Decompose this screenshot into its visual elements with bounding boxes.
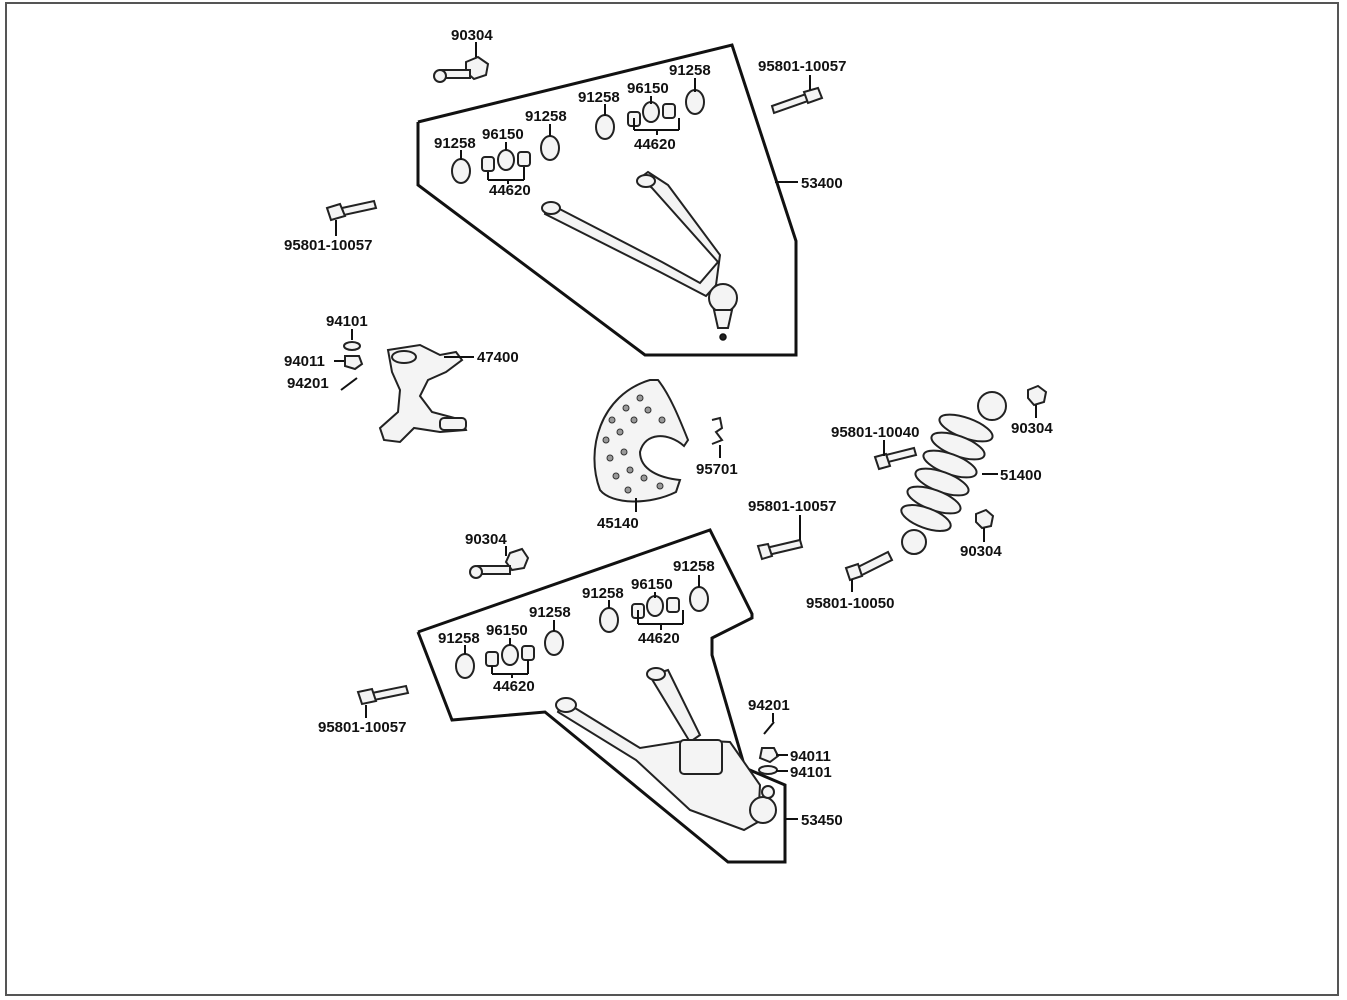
label-ua-bush-top-right: 96150	[627, 80, 669, 97]
label-knuckle-washer: 94101	[326, 313, 368, 330]
shock-part	[900, 391, 1007, 555]
label-shock: 51400	[1000, 467, 1042, 484]
shock-hardware	[873, 384, 1048, 530]
upper-arm-group-frame	[416, 43, 798, 357]
label-lower-shock-bolt: 95801-10050	[806, 595, 894, 612]
label-lower-bolt-mid: 95801-10057	[748, 498, 836, 515]
label-knuckle-nut: 94011	[284, 353, 325, 370]
label-shock-bolt: 95801-10040	[831, 424, 919, 441]
diagram-border	[5, 2, 1339, 996]
label-shock-nut-bottom: 90304	[960, 543, 1002, 560]
label-ua-washer-mid: 91258	[525, 108, 567, 125]
label-ua-washer-left: 91258	[434, 135, 476, 152]
upper-leaders	[335, 42, 811, 236]
label-la-bush-left: 96150	[486, 622, 528, 639]
label-knuckle: 47400	[477, 349, 519, 366]
label-la-collar-right: 44620	[638, 630, 680, 647]
lower-arm-part	[555, 667, 777, 832]
knuckle-leaders	[334, 329, 474, 362]
label-la-washer-top-mid: 91258	[582, 585, 624, 602]
label-la-washer-mid: 91258	[529, 604, 571, 621]
label-disc-clip: 95701	[696, 461, 738, 478]
disc-clip-part	[711, 416, 724, 445]
knuckle-part	[378, 343, 468, 444]
label-la-collar-left: 44620	[493, 678, 535, 695]
label-lower-arm: 53450	[801, 812, 843, 829]
label-upper-bolt-right: 95801-10057	[758, 58, 846, 75]
upper-arm-part	[541, 170, 738, 341]
label-lower-nut: 90304	[465, 531, 507, 548]
upper-bolt-left-part	[325, 199, 378, 222]
label-upper-arm: 53400	[801, 175, 843, 192]
label-ua-bush-left: 96150	[482, 126, 524, 143]
knuckle-hardware	[340, 341, 364, 391]
label-shock-nut-top: 90304	[1011, 420, 1053, 437]
lower-leaders	[365, 515, 853, 820]
label-la-washer-left: 91258	[438, 630, 480, 647]
label-lower-nut-ball: 94011	[790, 748, 831, 765]
upper-arm-hardware	[451, 89, 705, 184]
label-ua-collar-left: 44620	[489, 182, 531, 199]
label-knuckle-pin: 94201	[287, 375, 329, 392]
upper-bolt-right-part	[770, 86, 824, 115]
label-lower-bolt-left: 95801-10057	[318, 719, 406, 736]
upper-nut-part	[433, 55, 490, 83]
label-la-bush-top-right: 96150	[631, 576, 673, 593]
label-ua-washer-top-right: 91258	[669, 62, 711, 79]
disc-leaders	[635, 445, 721, 512]
label-upper-nut: 90304	[451, 27, 493, 44]
label-brake-disc: 45140	[597, 515, 639, 532]
label-upper-bolt-left: 95801-10057	[284, 237, 372, 254]
label-ua-collar-right: 44620	[634, 136, 676, 153]
label-ua-washer-top-mid: 91258	[578, 89, 620, 106]
label-lower-washer-ball: 94101	[790, 764, 832, 781]
shock-leaders	[883, 405, 1037, 542]
label-la-washer-top-right: 91258	[673, 558, 715, 575]
label-lower-pin: 94201	[748, 697, 790, 714]
brake-disc-part	[593, 379, 690, 503]
